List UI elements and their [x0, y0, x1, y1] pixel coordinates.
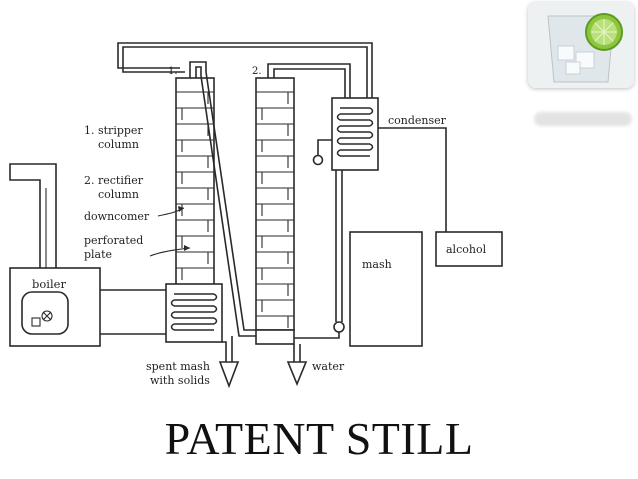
- rectifier-label-line1: 2. rectifier: [84, 174, 144, 187]
- stripper-label-line1: 1. stripper: [84, 124, 143, 137]
- perforated-plate-label-line2: plate: [84, 248, 112, 261]
- page-title: PATENT STILL: [164, 413, 474, 464]
- thumbnail-caption-placeholder: [534, 112, 632, 126]
- stripper-label-line2: column: [98, 138, 139, 151]
- boiler-label: boiler: [32, 277, 66, 291]
- vapour-to-condenser-pipe: [267, 63, 351, 98]
- rectifier-column: [255, 77, 295, 345]
- column-1-marker: 1.: [168, 66, 178, 77]
- condenser-label: condenser: [388, 114, 447, 127]
- rectifier-label-line2: column: [98, 188, 139, 201]
- alcohol-label: alcohol: [446, 243, 487, 256]
- glass-with-lime-icon: [528, 2, 634, 88]
- spent-mash-outlet: [218, 336, 240, 389]
- water-label: water: [312, 360, 345, 373]
- downcomer-label: downcomer: [84, 210, 150, 223]
- top-return-pipe: [117, 42, 373, 98]
- mash-label: mash: [362, 258, 392, 271]
- spent-mash-label-line1: spent mash: [146, 360, 210, 373]
- condenser: [331, 97, 379, 171]
- condenser-pipework: [294, 127, 447, 339]
- alcohol-receiver: [435, 231, 503, 267]
- vapour-pipe: [189, 61, 258, 337]
- heat-exchanger: [165, 283, 223, 343]
- perforated-plate-label-line1: perforated: [84, 234, 143, 247]
- stripper-column: [175, 77, 215, 291]
- spent-mash-label-line2: with solids: [150, 374, 210, 387]
- mash-tank: [349, 231, 423, 347]
- boiler: [9, 163, 101, 347]
- patent-still-diagram: 1. 2. 1. stripper column 2. rectifier co…: [9, 42, 503, 389]
- steam-pipes: [100, 289, 166, 335]
- label-pointers: [149, 206, 191, 257]
- water-outlet: [286, 344, 308, 387]
- column-2-marker: 2.: [252, 66, 262, 77]
